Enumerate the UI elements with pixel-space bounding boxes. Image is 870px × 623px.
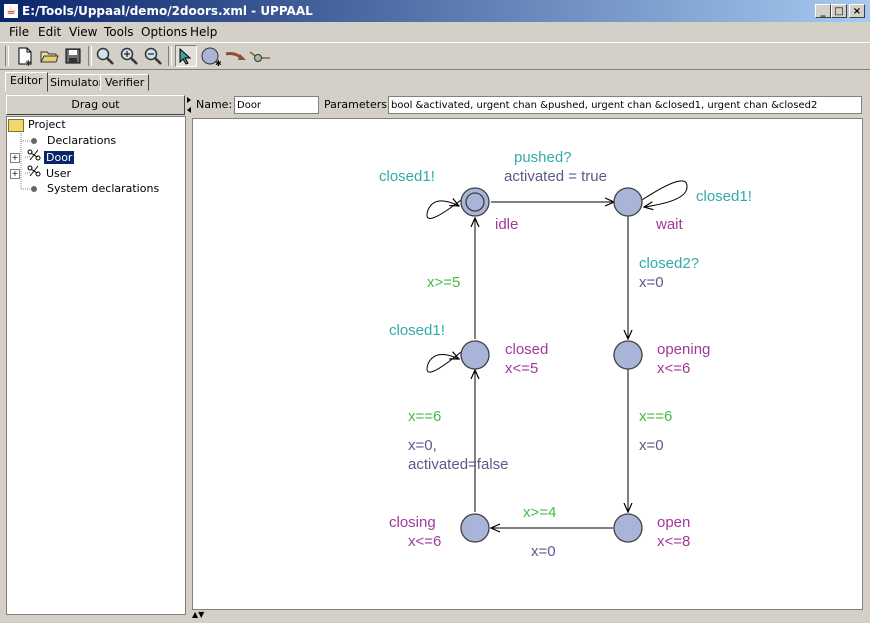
new-file-icon[interactable]: ✱ — [14, 45, 36, 67]
title-bar: ☕ E:/Tools/Uppaal/demo/2doors.xml - UPPA… — [0, 0, 870, 22]
automaton-canvas[interactable]: idle wait opening x<=6 open x<=8 closing… — [192, 118, 863, 610]
tree-item-door[interactable]: + Door — [10, 149, 76, 166]
location-name[interactable]: closed — [505, 341, 548, 358]
location-closing[interactable] — [460, 513, 490, 543]
svg-text:✱: ✱ — [215, 59, 222, 66]
edge-assign[interactable]: x=0 — [639, 437, 664, 454]
location-wait[interactable] — [613, 187, 643, 217]
edge-sync[interactable]: pushed? — [514, 149, 572, 166]
bullet-icon — [31, 186, 37, 192]
location-name[interactable]: opening — [657, 341, 710, 358]
edge-sync[interactable]: closed2? — [639, 255, 699, 272]
location-name[interactable]: closing — [389, 514, 436, 531]
expand-icon[interactable]: + — [10, 152, 20, 163]
template-icon — [27, 165, 41, 182]
menu-view[interactable]: View — [69, 25, 98, 39]
edge-guard[interactable]: x>=5 — [427, 274, 460, 291]
tree-item-declarations[interactable]: Declarations — [31, 133, 118, 149]
save-icon[interactable] — [62, 45, 84, 67]
parameters-field[interactable] — [388, 96, 862, 114]
tree-item-project[interactable]: Project — [8, 117, 68, 133]
location-name[interactable]: idle — [495, 216, 518, 233]
edge-guard[interactable]: x==6 — [639, 408, 672, 425]
menu-edit[interactable]: Edit — [38, 25, 62, 39]
menu-tools[interactable]: Tools — [104, 25, 134, 39]
name-field[interactable] — [234, 96, 319, 114]
location-opening[interactable] — [613, 340, 643, 370]
folder-icon — [8, 118, 24, 132]
zoom-out-icon[interactable] — [142, 45, 164, 67]
add-edge-icon[interactable] — [224, 45, 246, 67]
edge-assign[interactable]: activated=false — [408, 456, 508, 473]
menu-file[interactable]: File — [9, 25, 30, 39]
template-icon — [27, 149, 41, 166]
tree-item-system-declarations[interactable]: System declarations — [31, 181, 161, 197]
svg-text:✱: ✱ — [25, 59, 32, 66]
name-label: Name: — [196, 98, 233, 111]
edge-assign[interactable]: x=0 — [639, 274, 664, 291]
add-nail-icon[interactable] — [248, 45, 270, 67]
tab-simulator[interactable]: Simulator — [45, 74, 109, 91]
edge-guard[interactable]: x==6 — [408, 408, 441, 425]
location-invariant[interactable]: x<=8 — [657, 533, 690, 550]
edge-idle-loop[interactable] — [426, 200, 462, 219]
parameters-label: Parameters: — [324, 98, 391, 111]
open-folder-icon[interactable] — [38, 45, 60, 67]
location-invariant[interactable]: x<=5 — [505, 360, 538, 377]
edge-wait-loop[interactable] — [641, 180, 688, 207]
location-invariant[interactable]: x<=6 — [408, 533, 441, 550]
splitter-handle[interactable] — [186, 95, 192, 615]
menu-options[interactable]: Options — [141, 25, 188, 39]
collapse-arrows-icon[interactable]: ▲▼ — [192, 610, 205, 619]
menu-bar: File Edit View Tools Options Help — [0, 22, 870, 41]
tab-editor[interactable]: Editor — [5, 72, 48, 92]
close-button[interactable]: × — [849, 4, 865, 18]
tree-item-user[interactable]: + User — [10, 165, 73, 181]
edge-closed-loop[interactable] — [426, 352, 462, 373]
project-tree: Project Declarations + Door + User Syste… — [6, 116, 186, 615]
zoom-in-icon[interactable] — [118, 45, 140, 67]
menu-help[interactable]: Help — [190, 25, 218, 39]
tab-verifier[interactable]: Verifier — [100, 74, 150, 91]
drag-out-button[interactable]: Drag out — [6, 95, 185, 115]
window-title: E:/Tools/Uppaal/demo/2doors.xml - UPPAAL — [22, 4, 313, 18]
location-idle[interactable] — [460, 187, 490, 217]
location-open[interactable] — [613, 513, 643, 543]
template-header: Name: Parameters: — [192, 95, 864, 115]
location-name[interactable]: wait — [655, 216, 684, 233]
automaton-graph: idle wait opening x<=6 open x<=8 closing… — [379, 149, 752, 560]
location-invariant[interactable]: x<=6 — [657, 360, 690, 377]
location-closed[interactable] — [460, 340, 490, 370]
edge-assign[interactable]: x=0, — [408, 437, 437, 454]
minimize-button[interactable]: _ — [815, 4, 831, 18]
edge-sync[interactable]: closed1! — [389, 322, 445, 339]
edge-sync[interactable]: closed1! — [379, 168, 435, 185]
add-location-icon[interactable]: ✱ — [200, 45, 222, 67]
expand-icon[interactable]: + — [10, 168, 20, 179]
toolbar: ✱ ✱ — [0, 42, 870, 70]
edge-sync[interactable]: closed1! — [696, 188, 752, 205]
location-name[interactable]: open — [657, 514, 690, 531]
main-tabs: Editor Simulator Verifier — [0, 72, 870, 92]
bullet-icon — [31, 138, 37, 144]
maximize-button[interactable]: □ — [831, 4, 847, 18]
select-arrow-icon[interactable] — [175, 45, 197, 67]
edge-guard[interactable]: x>=4 — [523, 504, 556, 521]
edge-assign[interactable]: x=0 — [531, 543, 556, 560]
edge-assign[interactable]: activated = true — [504, 168, 607, 185]
java-cup-icon[interactable]: ☕ — [4, 4, 18, 18]
zoom-icon[interactable] — [94, 45, 116, 67]
